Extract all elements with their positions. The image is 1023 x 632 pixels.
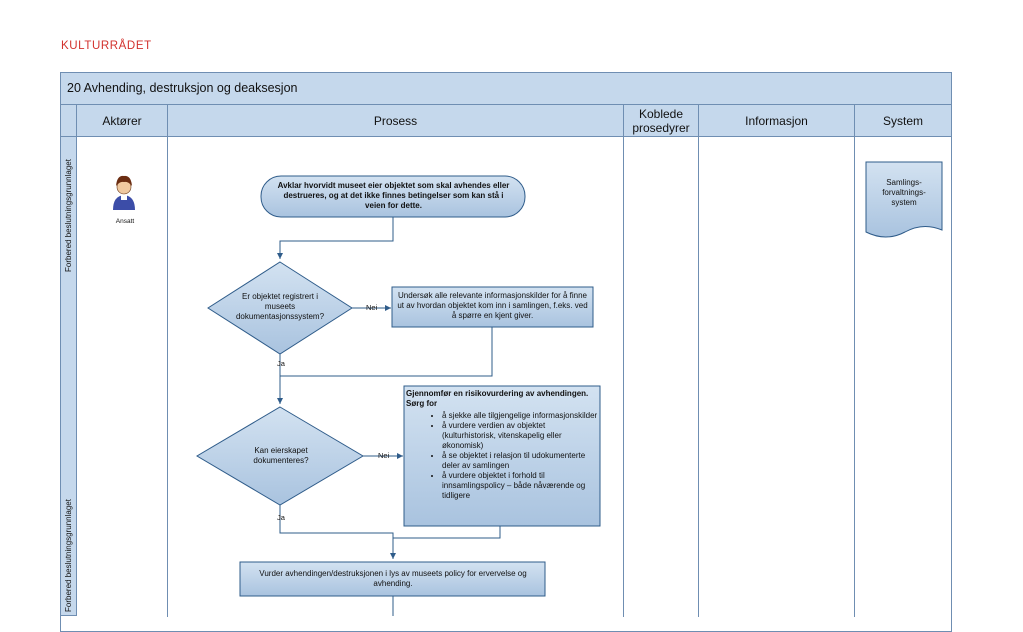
flowchart-canvas <box>113 161 943 616</box>
document-shape <box>865 161 943 238</box>
edge-label-no2: Nei <box>378 451 390 460</box>
investigate-shape <box>391 286 594 328</box>
column-divider <box>167 137 168 617</box>
investigate-text: Undersøk alle relevante informasjonskild… <box>397 291 588 320</box>
column-header-process: Prosess <box>167 104 624 137</box>
swimlane-frame <box>60 72 952 632</box>
column-header-actors: Aktører <box>76 104 168 137</box>
edge-investigate-merge <box>280 327 493 377</box>
edge-decision2-yes <box>279 505 396 559</box>
decision2-text: Kan eierskapet dokumenteres? <box>253 446 309 465</box>
column-divider <box>854 137 855 617</box>
risk-list: å sjekke alle tilgjengelige informasjons… <box>406 411 598 501</box>
edge-risk-merge <box>393 526 501 539</box>
risk-title: Gjennomfør en risikovurdering av avhendi… <box>406 389 589 408</box>
risk-assessment-shape <box>403 385 601 527</box>
column-header-system: System <box>854 104 952 137</box>
column-divider <box>698 137 699 617</box>
risk-item: å vurdere verdien av objektet (kulturhis… <box>442 421 598 451</box>
edge-label-yes1: Ja <box>277 359 285 368</box>
assess-shape <box>239 561 546 597</box>
edge-label-yes2: Ja <box>277 513 285 522</box>
assess-text: Vurder avhendingen/destruksjonen i lys a… <box>259 569 527 588</box>
risk-item: å sjekke alle tilgjengelige informasjons… <box>442 411 598 421</box>
edge-label-no1: Nei <box>366 303 378 312</box>
column-divider <box>623 137 624 617</box>
actor-label: Ansatt <box>115 218 135 225</box>
risk-item: å se objektet i relasjon til udokumenter… <box>442 451 598 471</box>
risk-item: å vurdere objektet i forhold til innsaml… <box>442 471 598 501</box>
decision1-text: Er objektet registrert i museets dokumen… <box>235 292 325 321</box>
start-node-text: Avklar hvorvidt museet eier objektet som… <box>277 181 510 210</box>
risk-assessment-text: Gjennomfør en risikovurdering av avhendi… <box>406 389 598 501</box>
person-icon <box>113 175 135 210</box>
column-header-information: Informasjon <box>698 104 855 137</box>
edge-start-decision1 <box>277 217 394 259</box>
brand-logo-text: KULTURRÅDET <box>61 40 152 52</box>
system-document-text: Samlings-forvaltnings-system <box>882 178 926 207</box>
